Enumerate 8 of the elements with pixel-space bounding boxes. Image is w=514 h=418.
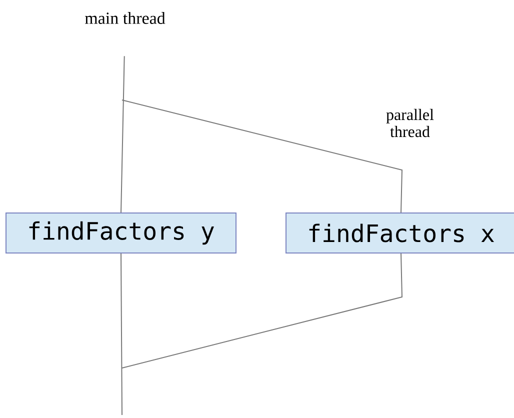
function-box: findFactors x [286, 212, 514, 254]
function-box: findFactors y [6, 212, 236, 254]
thread-label: main thread [85, 12, 166, 24]
thread-line [122, 253, 403, 368]
thread-line [120, 56, 125, 213]
thread-line [120, 253, 122, 416]
thread-label: parallel thread [386, 108, 434, 138]
thread-line [122, 100, 403, 213]
